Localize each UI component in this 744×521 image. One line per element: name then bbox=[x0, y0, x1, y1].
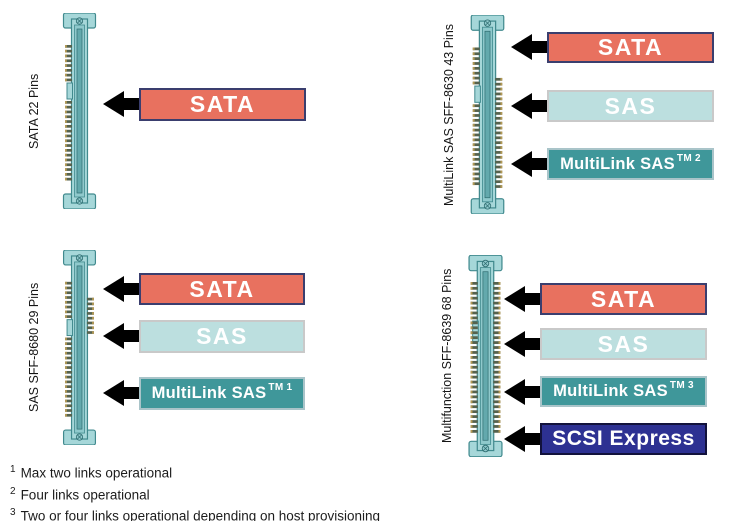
sas-tag: SAS bbox=[540, 328, 707, 360]
sata-tag-label: SATA bbox=[590, 285, 657, 312]
arrow-shaft bbox=[527, 41, 547, 53]
connector-label-sff-8639: Multifunction SFF-8639 68 Pins bbox=[440, 268, 454, 444]
arrow-shaft bbox=[520, 338, 540, 350]
arrow-head bbox=[103, 323, 124, 349]
multilink-sas-tag-superscript: TM 2 bbox=[676, 152, 701, 164]
multilink-sas-tag-label: MultiLink SAS bbox=[553, 382, 668, 400]
sas-tag-label: SAS bbox=[196, 323, 248, 349]
arrow-left-icon bbox=[511, 151, 547, 177]
arrow-head bbox=[504, 331, 525, 357]
scsi-express-tag: SCSI Express bbox=[540, 423, 707, 455]
sata-tag: SATA bbox=[139, 273, 305, 305]
arrow-shaft bbox=[520, 386, 540, 398]
arrow-left-icon bbox=[103, 276, 139, 302]
sas-tag-label: SAS bbox=[604, 92, 657, 119]
sata-tag: SATA bbox=[540, 283, 707, 315]
connector-label-sff-8630: MultiLink SAS SFF-8630 43 Pins bbox=[442, 23, 456, 206]
arrow-left-icon bbox=[504, 379, 540, 405]
arrow-head bbox=[103, 276, 124, 302]
arrow-head bbox=[504, 286, 525, 312]
multilink-sas-tag-label: MultiLink SAS bbox=[151, 384, 267, 402]
arrow-left-icon bbox=[511, 34, 547, 60]
sff-8630-connector-icon bbox=[470, 15, 505, 214]
arrow-left-icon bbox=[504, 331, 540, 357]
arrow-head bbox=[504, 379, 525, 405]
arrow-left-icon bbox=[504, 426, 540, 452]
sata-tag-label: SATA bbox=[597, 34, 664, 60]
arrow-shaft bbox=[119, 98, 139, 110]
footnote-2: 2 Four links operational bbox=[10, 483, 380, 505]
footnotes: 1 Max two links operational 2 Four links o… bbox=[10, 461, 380, 521]
multilink-sas-tag: MultiLink SAS TM 2 bbox=[547, 148, 714, 180]
sff-8639-connector-icon bbox=[468, 255, 503, 457]
footnote-3: 3 Two or four links operational depending… bbox=[10, 504, 380, 521]
multilink-sas-tag-superscript: TM 1 bbox=[268, 382, 293, 393]
sas-tag-label: SAS bbox=[597, 330, 650, 357]
arrow-head bbox=[511, 93, 532, 119]
sata-tag: SATA bbox=[547, 32, 714, 63]
arrow-shaft bbox=[119, 283, 139, 295]
multilink-sas-tag-superscript: TM 3 bbox=[669, 380, 694, 391]
sata-tag: SATA bbox=[139, 88, 306, 121]
sata-tag-label: SATA bbox=[189, 275, 255, 302]
arrow-shaft bbox=[119, 387, 139, 399]
multilink-sas-tag: MultiLink SAS TM 3 bbox=[540, 376, 707, 407]
footnote-1-text: Max two links operational bbox=[20, 465, 173, 481]
footnote-2-text: Four links operational bbox=[20, 487, 150, 502]
arrow-shaft bbox=[527, 100, 547, 112]
sff-8680-connector-icon bbox=[62, 250, 97, 445]
arrow-head bbox=[103, 91, 124, 117]
arrow-shaft bbox=[520, 293, 540, 305]
arrow-left-icon bbox=[103, 380, 139, 406]
connector-label-sff-8680: SAS SFF-8680 29 Pins bbox=[27, 282, 41, 413]
arrow-left-icon bbox=[103, 91, 139, 117]
sas-tag: SAS bbox=[139, 320, 305, 353]
footnote-1: 1 Max two links operational bbox=[10, 461, 380, 483]
arrow-left-icon bbox=[103, 323, 139, 349]
arrow-head bbox=[511, 34, 532, 60]
connector-label-sata-22: SATA 22 Pins bbox=[27, 73, 41, 149]
arrow-shaft bbox=[520, 433, 540, 445]
arrow-head bbox=[511, 151, 532, 177]
arrow-shaft bbox=[527, 158, 547, 170]
scsi-express-tag-label: SCSI Express bbox=[552, 427, 695, 450]
sas-tag: SAS bbox=[547, 90, 714, 122]
arrow-head bbox=[103, 380, 124, 406]
sata-tag-label: SATA bbox=[189, 91, 256, 117]
arrow-left-icon bbox=[504, 286, 540, 312]
arrow-head bbox=[504, 426, 525, 452]
footnote-1-marker: 1 bbox=[10, 464, 16, 475]
footnote-3-marker: 3 bbox=[10, 507, 16, 518]
footnote-2-marker: 2 bbox=[10, 485, 16, 497]
arrow-left-icon bbox=[511, 93, 547, 119]
sata-22-connector-icon bbox=[62, 13, 97, 209]
multilink-sas-tag: MultiLink SAS TM 1 bbox=[139, 377, 305, 410]
footnote-3-text: Two or four links operational depending … bbox=[20, 508, 381, 521]
multilink-sas-tag-label: MultiLink SAS bbox=[560, 154, 675, 173]
arrow-shaft bbox=[119, 330, 139, 342]
